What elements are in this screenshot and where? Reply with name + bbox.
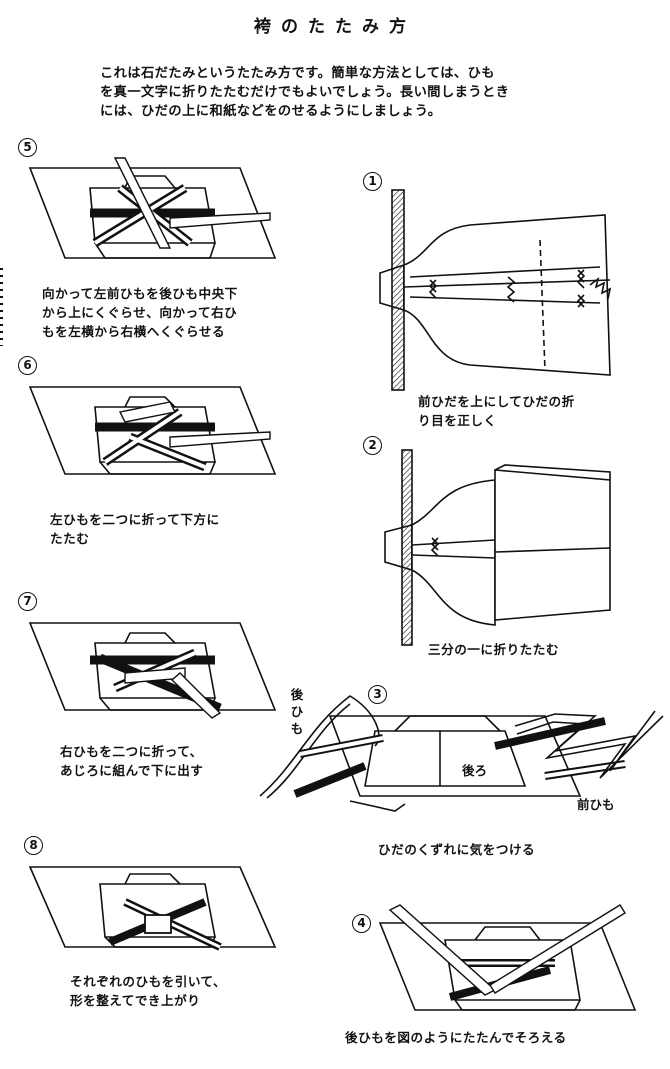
intro-text: これは石だたみというたたみ方です。簡単な方法としては、ひも を真一文字に折りたた… [100, 64, 600, 121]
step-8-illustration [28, 866, 277, 951]
step-4-illustration [378, 904, 637, 1011]
step-3-label-back: 後ろ [462, 763, 488, 778]
step-1-illustration [379, 189, 612, 391]
step-7-number: 7 [18, 592, 37, 611]
page-edge-marks [0, 268, 3, 346]
step-4-number: 4 [352, 914, 371, 933]
step-2-number: 2 [363, 436, 382, 455]
step-6-number: 6 [18, 356, 37, 375]
intro-line: これは石だたみというたたみ方です。簡単な方法としては、ひも [100, 66, 495, 81]
step-7-caption: 右ひもを二つに折って、 あじろに組んで下に出す [60, 744, 204, 778]
step-6-caption: 左ひもを二つに折って下方に たたむ [50, 512, 220, 546]
step-8-caption: それぞれのひもを引いて、 形を整えてでき上がり [70, 974, 227, 1008]
step-2-illustration [384, 449, 611, 646]
step-2-caption: 三分の一に折りたたむ [428, 642, 559, 657]
step-3-illustration [259, 695, 664, 812]
step-8-number: 8 [24, 836, 43, 855]
step-5-caption: 向かって左前ひもを後ひも中央下 から上にくぐらせ、向かって右ひ もを左横から右横… [42, 286, 238, 339]
intro-line: には、ひだの上に和紙などをのせるようにしましょう。 [100, 104, 442, 119]
step-3-number: 3 [368, 685, 387, 704]
page-title: 袴のたたみ方 [254, 17, 416, 37]
step-6-illustration [28, 386, 277, 475]
intro-line: を真一文字に折りたたむだけでもよいでしょう。長い間しまうとき [100, 85, 510, 100]
step-3-caption: ひだのくずれに気をつける [378, 842, 536, 857]
step-7-illustration [28, 622, 277, 719]
step-1-caption: 前ひだを上にしてひだの折 り目を正しく [418, 394, 575, 428]
step-1-number: 1 [363, 172, 382, 191]
step-5-illustration [28, 157, 277, 259]
step-3-label-back-himo: 後ひも [290, 687, 304, 736]
step-3-label-front-himo: 前ひも [577, 797, 615, 812]
step-5-number: 5 [18, 138, 37, 157]
step-4-caption: 後ひもを図のようにたたんでそろえる [345, 1030, 567, 1045]
